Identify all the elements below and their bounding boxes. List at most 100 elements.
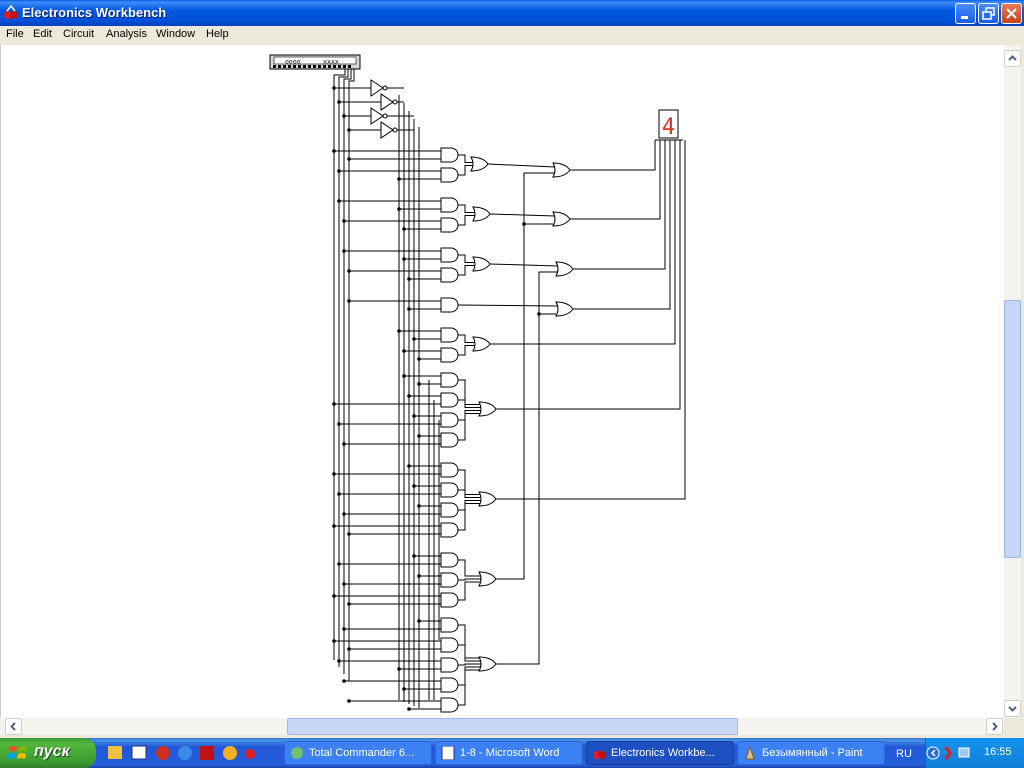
task-microsoft-word[interactable]: 1-8 - Microsoft Word: [435, 741, 583, 765]
close-button[interactable]: [1001, 3, 1022, 24]
junction-dot: [417, 382, 421, 386]
vertical-scrollbar[interactable]: [1004, 45, 1021, 718]
scroll-right-button[interactable]: [986, 718, 1003, 735]
horizontal-scroll-thumb[interactable]: [287, 718, 738, 735]
seven-segment-display[interactable]: 4: [655, 109, 683, 141]
opera-icon[interactable]: [156, 746, 170, 760]
and-gate[interactable]: [440, 392, 459, 408]
circuit-workspace[interactable]: oooo xxxx 4: [0, 45, 1005, 718]
chevron-left-icon: [10, 722, 16, 731]
floppy-icon[interactable]: [200, 746, 214, 760]
or-gate[interactable]: [472, 336, 491, 352]
scroll-down-button[interactable]: [1004, 700, 1021, 717]
junction-dot: [417, 434, 421, 438]
and-gate[interactable]: [440, 552, 459, 568]
vertical-scroll-thumb[interactable]: [1004, 300, 1021, 558]
internet-explorer-icon[interactable]: [178, 746, 192, 760]
or-gate[interactable]: [478, 401, 497, 417]
and-gate[interactable]: [440, 617, 459, 633]
junction-dot: [397, 667, 401, 671]
task-electronics-workbench[interactable]: Electronics Workbe...: [586, 741, 734, 765]
chevron-right-icon: [992, 722, 998, 731]
start-button[interactable]: пуск: [0, 738, 96, 768]
minimize-button[interactable]: [955, 3, 976, 24]
and-gate[interactable]: [440, 637, 459, 653]
antivirus-icon[interactable]: [944, 747, 952, 759]
and-gate[interactable]: [440, 592, 459, 608]
and-gate[interactable]: [440, 482, 459, 498]
and-gate[interactable]: [440, 502, 459, 518]
or-gate[interactable]: [555, 261, 574, 277]
not-gate[interactable]: [380, 93, 394, 111]
and-gate[interactable]: [440, 522, 459, 538]
and-gate[interactable]: [440, 267, 459, 283]
and-gate[interactable]: [440, 412, 459, 428]
not-gate[interactable]: [370, 107, 384, 125]
media-player-icon[interactable]: [223, 746, 237, 760]
network-icon[interactable]: [958, 747, 970, 758]
and-gate[interactable]: [440, 247, 459, 263]
task-label: Electronics Workbe...: [611, 747, 715, 759]
horizontal-scrollbar[interactable]: [0, 718, 1004, 735]
junction-dot: [347, 647, 351, 651]
and-gate[interactable]: [440, 167, 459, 183]
junction-dot: [337, 100, 341, 104]
not-gate[interactable]: [380, 121, 394, 139]
or-gate[interactable]: [552, 162, 571, 178]
or-gate[interactable]: [478, 571, 497, 587]
junction-dot: [397, 207, 401, 211]
menu-analysis[interactable]: Analysis: [106, 28, 147, 40]
task-paint[interactable]: Безымянный - Paint: [737, 741, 885, 765]
menu-bar: File Edit Circuit Analysis Window Help: [0, 26, 1024, 44]
junction-dot: [417, 504, 421, 508]
and-gate[interactable]: [440, 217, 459, 233]
language-indicator[interactable]: RU: [896, 748, 912, 760]
junction-dot: [342, 442, 346, 446]
not-gate[interactable]: [370, 79, 384, 97]
junction-dot: [402, 257, 406, 261]
and-gate[interactable]: [440, 327, 459, 343]
junction-dot: [397, 177, 401, 181]
junction-dot: [402, 374, 406, 378]
task-total-commander[interactable]: Total Commander 6...: [284, 741, 432, 765]
junction-dot: [342, 679, 346, 683]
or-gate[interactable]: [472, 256, 491, 272]
chevron-down-icon: [1008, 706, 1017, 712]
menu-help[interactable]: Help: [206, 28, 229, 40]
menu-window[interactable]: Window: [156, 28, 196, 40]
scroll-left-button[interactable]: [5, 718, 22, 735]
menu-edit[interactable]: Edit: [33, 28, 52, 40]
or-gate[interactable]: [552, 211, 571, 227]
or-gate[interactable]: [470, 156, 489, 172]
junction-dot: [337, 492, 341, 496]
and-gate[interactable]: [440, 462, 459, 478]
show-desktop-icon[interactable]: [131, 745, 147, 760]
and-gate[interactable]: [440, 347, 459, 363]
app-icon: [4, 5, 18, 19]
and-gate[interactable]: [440, 657, 459, 673]
quick-launch-app-icon[interactable]: [108, 746, 122, 759]
or-gate[interactable]: [478, 491, 497, 507]
workbench-quick-icon[interactable]: [245, 749, 255, 759]
or-gate[interactable]: [555, 301, 574, 317]
and-gate[interactable]: [440, 147, 459, 163]
and-gate[interactable]: [440, 677, 459, 693]
menu-circuit[interactable]: Circuit: [63, 28, 95, 40]
word-generator[interactable]: oooo xxxx: [269, 54, 361, 70]
title-bar[interactable]: Electronics Workbench: [0, 0, 1024, 26]
paint-icon: [745, 746, 755, 760]
or-gate[interactable]: [472, 206, 491, 222]
or-gate[interactable]: [478, 656, 497, 672]
and-gate[interactable]: [440, 697, 459, 713]
task-label: Total Commander 6...: [309, 747, 415, 759]
menu-file[interactable]: File: [6, 28, 24, 40]
and-gate[interactable]: [440, 572, 459, 588]
scroll-up-button[interactable]: [1004, 50, 1021, 67]
and-gate[interactable]: [440, 297, 459, 313]
and-gate[interactable]: [440, 372, 459, 388]
junction-dot: [407, 707, 411, 711]
and-gate[interactable]: [440, 197, 459, 213]
junction-dot: [407, 394, 411, 398]
restore-button[interactable]: [978, 3, 999, 24]
and-gate[interactable]: [440, 432, 459, 448]
